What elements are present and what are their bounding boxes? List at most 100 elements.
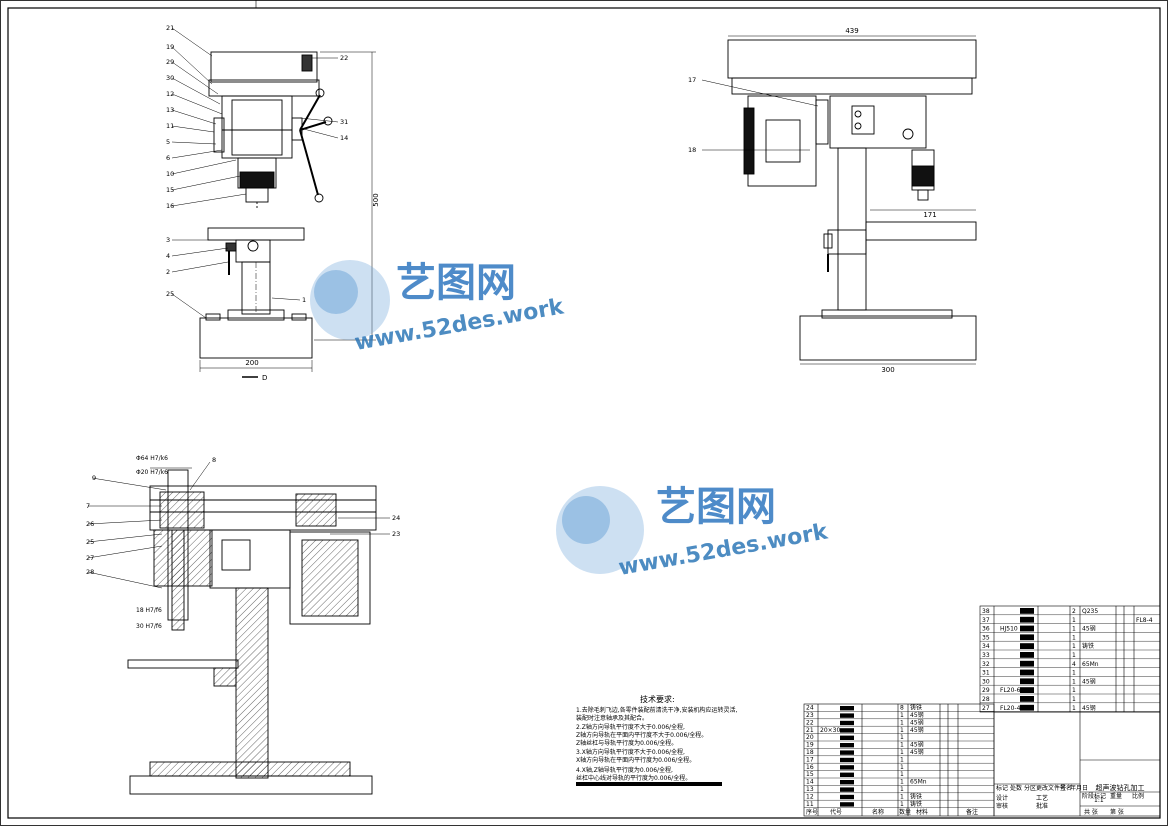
bom-cell-no: 22 [806,719,814,726]
front-view [199,51,376,378]
part-label: 23 [392,530,400,538]
redacted-code [840,765,854,770]
part-label: 4 [166,252,170,260]
redacted-code [1020,704,1034,711]
bom-cell-name: FL20-4L [1000,705,1024,712]
side-view-labels: 17 18 439 171 300 [688,27,937,374]
fit-callout: Φ20 H7/k6 [136,469,168,476]
part-label: 15 [166,186,174,194]
dimension-height: 500 [372,193,380,206]
bom-cell-qty: 1 [900,756,904,763]
bom-cell-no: 33 [982,652,990,659]
part-label: 25 [166,290,174,298]
watermark-center: 艺图网 www.52des.work [556,484,831,581]
bom-cell-qty: 1 [900,793,904,800]
tech-line: Z轴丝杠与导轨平行度为0.006/全程。 [576,739,677,747]
bom-row: 18 1 45钢 [804,748,994,756]
bom-header: 材料 [916,808,928,816]
part-label: 30 [166,74,174,82]
section-view-labels: 9 8 7 26 25 27 28 24 23 Φ64 H7/k6 Φ20 H7… [86,455,400,630]
bom-header: 代号 [830,808,842,816]
watermark-top: 艺图网 www.52des.work [310,260,567,356]
bom-header: 序号 [806,808,818,816]
bom-cell-qty: 1 [1072,626,1076,633]
tb-label: 更改文件号 [1036,784,1066,792]
bom-cell-material: 65Mn [1082,661,1099,668]
bom-cell-material: 65Mn [910,779,927,786]
tb-label: 阶段标记 [1082,792,1106,800]
part-label: 22 [340,54,348,62]
part-label: 8 [212,456,216,464]
tb-label: 分区 [1024,784,1036,792]
bom-cell-no: 27 [982,705,990,712]
tb-label: 重量 [1110,792,1122,800]
redacted-code [840,787,854,792]
front-view-labels: 21 19 29 30 12 13 11 5 6 10 15 16 3 4 2 … [166,24,380,382]
bom-cell-material: 45钢 [1082,625,1096,633]
part-label: 19 [166,43,174,51]
bom-cell-qty: 1 [900,749,904,756]
redacted-code [1020,608,1034,614]
bom-cell-no: 11 [806,801,814,808]
dimension-width: 200 [245,359,258,367]
part-label: 16 [166,202,174,210]
bom-cell-no: 14 [806,779,814,786]
bom-cell-qty: 1 [900,719,904,726]
part-label: 2 [166,268,170,276]
side-view [701,35,977,365]
bom-cell-material: 45钢 [910,748,924,756]
part-label: 31 [340,118,348,126]
bom-cell-no: 32 [982,661,990,668]
tb-label: 共 张 [1084,808,1098,816]
redacted-code [1020,687,1034,693]
bom-cell-qty: 1 [900,712,904,719]
bom-cell-no: 31 [982,670,990,677]
bom-cell-no: 23 [806,712,814,719]
drawing-title: 超声波钻孔加工 [1096,783,1145,792]
bom-cell-material: 45钢 [910,711,924,719]
tb-label: 工艺 [1036,794,1048,802]
bom-cell-no: 20 [806,734,814,741]
bom-cell-material: 铸铁 [910,704,922,712]
bom-cell-no: 17 [806,756,814,763]
redacted-code [840,743,854,748]
part-label: 21 [166,24,174,32]
bom-cell-qty: 1 [1072,705,1076,712]
bom-cell-material: 45钢 [910,741,924,749]
part-label: 5 [166,138,170,146]
bom-cell-no: 18 [806,749,814,756]
bom-lower-grid [803,703,1161,817]
redacted-code [1020,696,1034,702]
redacted-code [840,735,854,740]
tb-label: 批准 [1036,802,1048,810]
title-block: 超声波钻孔加工 1:1 标记 处数 分区 更改文件号 签名 年月日 阶段标记 重… [806,783,1145,816]
section-view [127,469,377,795]
redacted-code [1020,643,1034,649]
redaction-bar [576,782,722,786]
bom-cell-qty: 1 [1072,652,1076,659]
tb-label: 比例 [1132,792,1144,800]
inner-frame [7,7,1161,819]
tb-label: 第 张 [1110,808,1124,816]
part-label: 24 [392,514,400,522]
front-leaders [171,27,339,319]
tech-requirements: 技术要求: 1.去除毛刺飞边,各零件装配前清洗干净,安装机构应运转灵活, 装配时… [576,694,738,786]
part-label: 13 [166,106,174,114]
part-label: 9 [92,474,96,482]
redacted-code [840,713,854,718]
bom-cell-qty: 1 [1072,678,1076,685]
